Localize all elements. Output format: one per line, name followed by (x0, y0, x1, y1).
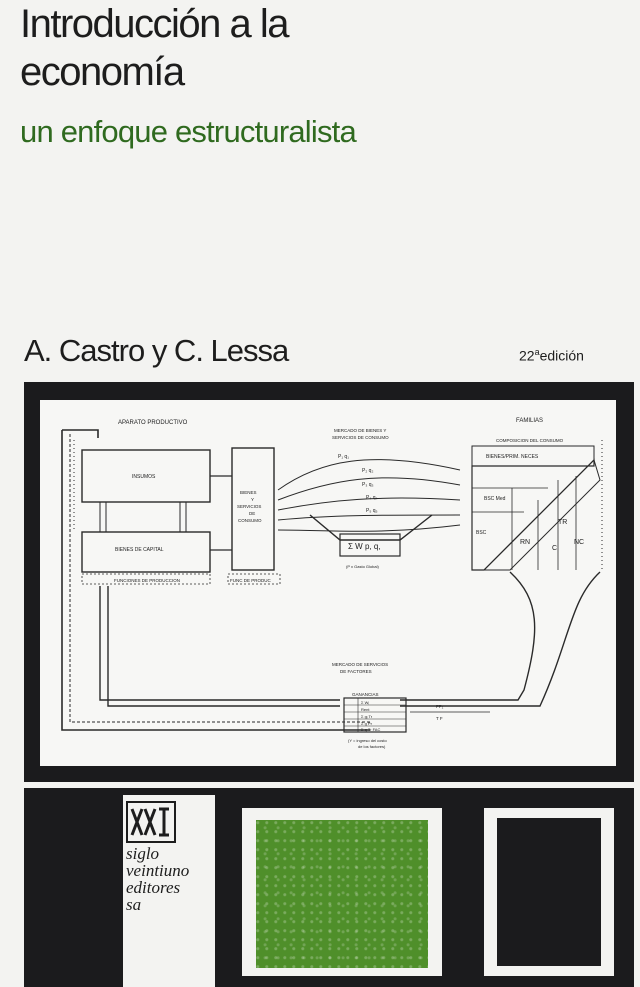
publisher-line-4: sa (126, 895, 142, 914)
dark-square (497, 818, 601, 966)
book-subtitle: un enfoque estructuralista (20, 114, 357, 149)
factor-table (343, 697, 407, 733)
sum-box (339, 533, 401, 557)
sum-label: Σ W p, q, (348, 542, 381, 551)
ingreso-label-2: de los factores) (358, 744, 386, 749)
book-title: Introducción a la economía (20, 0, 580, 96)
funciones-strip (81, 573, 211, 585)
bsc-med-label: BSC Med (484, 496, 506, 502)
ingreso-label-1: (Y = ingreso del costo (348, 738, 388, 743)
gasto-label: (P x Gasto Global) (346, 564, 379, 569)
mercado-factores-2: DE FACTORES (340, 669, 372, 674)
factor-row-4: Σ g Pr (361, 721, 373, 726)
factor-return-lines (400, 571, 601, 707)
bienes-consumo-2: Y (251, 497, 254, 502)
publisher-line-1: siglo (126, 844, 160, 863)
factor-row-3: Σ gᵢ Tr (361, 714, 373, 719)
outer-loop-dashed (69, 434, 370, 723)
bsc-label: BSC (476, 530, 487, 536)
tr-label: TR (558, 519, 567, 526)
rn-label: RN (520, 539, 530, 546)
fp-label: FP₁ (436, 704, 444, 709)
price-label-3: P₃ q₃ (362, 482, 374, 488)
economic-flow-diagram: APARATO PRODUCTIVO FAMILIAS INSUMOS BIEN… (40, 400, 616, 766)
tf-label: T F (436, 716, 443, 721)
price-label-2: P₂ q₂ (362, 468, 373, 474)
factor-table-grid (344, 698, 406, 732)
price-label-5: P₅ q₅ (366, 508, 378, 514)
box-connectors (99, 502, 187, 532)
nc-label: NC (574, 539, 584, 546)
edition-number: 22 (519, 347, 535, 364)
c-label: C (552, 545, 557, 552)
func-produc-strip (227, 573, 281, 585)
siglo-xxi-logo-icon (126, 801, 176, 843)
familias-label: FAMILIAS (516, 418, 543, 424)
title-line-1: Introducción a la (20, 2, 290, 46)
bienes-capital-label: BIENES DE CAPITAL (115, 547, 164, 553)
publisher-name: siglo veintiuno editores sa (126, 845, 189, 913)
market-funnel (309, 514, 433, 541)
publisher-line-3: editores (126, 878, 181, 897)
green-texture-square (256, 820, 428, 968)
func-produc-label: FUNC DE PRODUC (230, 578, 272, 583)
edition-label: 22aedición (519, 347, 584, 364)
ganancias-label: GANANCIAS (352, 692, 379, 697)
bienes-consumo-3: SERVICIOS (237, 504, 261, 509)
green-panel-card (242, 808, 442, 976)
price-label-1: P₁ q₁ (338, 454, 349, 460)
price-label-4: P₄ q₄ (366, 495, 378, 501)
outer-loop-line (61, 429, 370, 731)
funciones-label: FUNCIONES DE PRODUCCION (114, 578, 180, 583)
book-authors: A. Castro y C. Lessa (24, 333, 289, 368)
consumption-diagonal (482, 459, 601, 571)
publisher-logo-card: siglo veintiuno editores sa (123, 795, 215, 987)
bienes-consumo-5: CONSUMO (238, 518, 262, 523)
mercado-factores-1: MERCADO DE SERVICIOS (332, 662, 388, 667)
price-flow-arrows (277, 459, 461, 532)
consumption-grid (472, 476, 577, 570)
side-connectors (210, 475, 232, 551)
dark-panel-card (484, 808, 614, 976)
bienes-consumo-4: DE (249, 511, 255, 516)
edition-suffix: a (534, 347, 540, 357)
flow-diagram-svg: APARATO PRODUCTIVO FAMILIAS INSUMOS BIEN… (61, 418, 603, 749)
factor-row-1: Σ Wᵢ (361, 700, 369, 705)
bienes-capital-box (81, 531, 211, 573)
insumos-label: INSUMOS (132, 474, 156, 480)
publisher-line-2: veintiuno (126, 861, 190, 880)
composicion-label: COMPOSICION DEL CONSUMO (496, 438, 564, 443)
factor-row-2: Rent (361, 707, 370, 712)
bienes-consumo-1: BIENES (240, 490, 257, 495)
mercado-bienes-2: SERVICIOS DE CONSUMO (332, 435, 389, 440)
edition-word: edición (539, 347, 584, 364)
mercado-bienes-1: MERCADO DE BIENES Y (334, 428, 386, 433)
bienes-prim-label: BIENES/PRIM. NECES (486, 454, 539, 460)
factor-payment-lines (99, 586, 340, 707)
aparato-label: APARATO PRODUCTIVO (118, 420, 188, 426)
bienes-consumo-box (231, 447, 275, 571)
factor-row-5: Σ g Tr FAC (361, 727, 380, 732)
title-line-2: economía (20, 50, 185, 94)
